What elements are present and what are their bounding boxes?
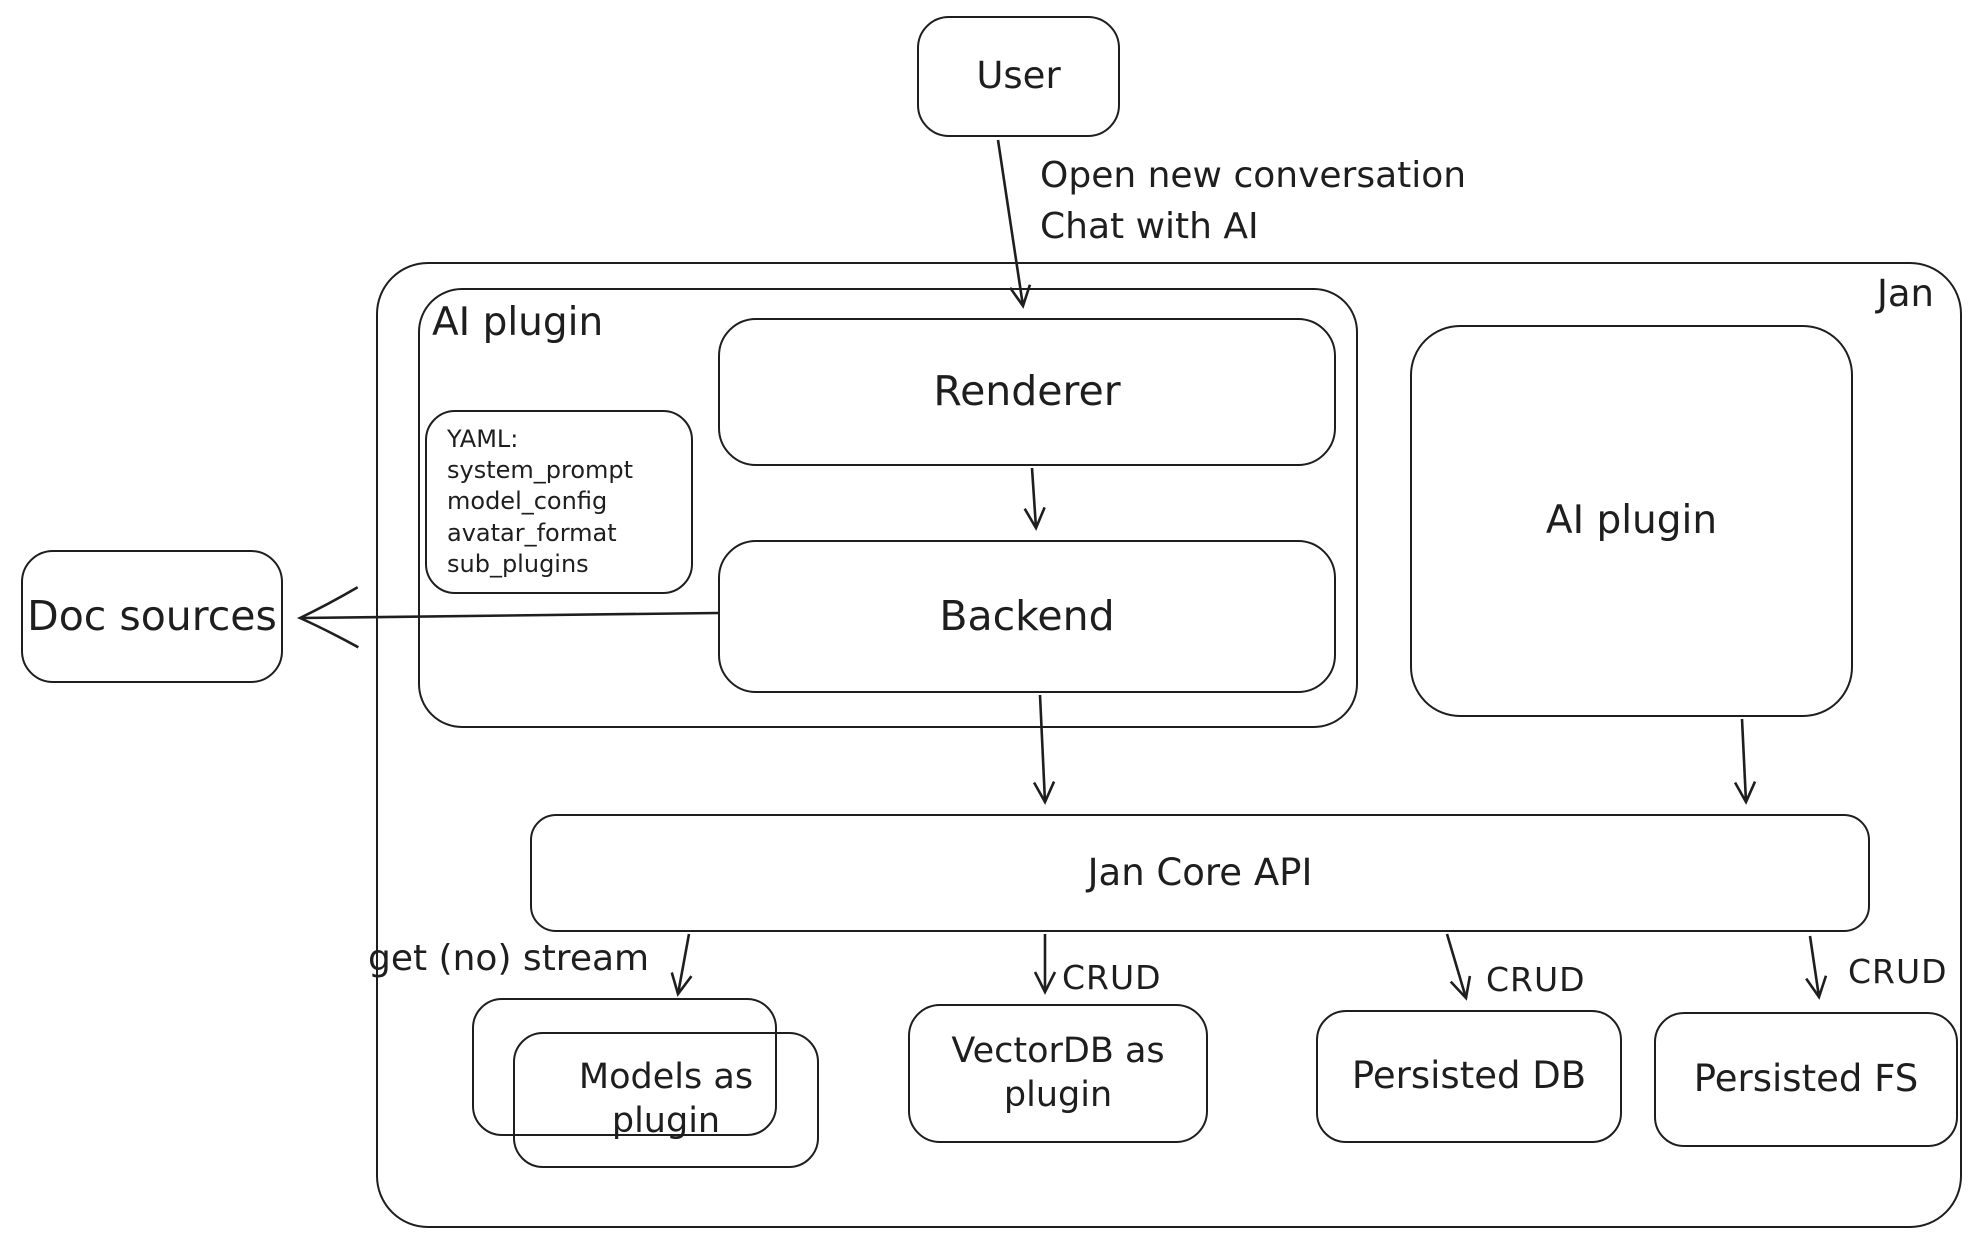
yaml-note: YAML: system_prompt model_config avatar_… (425, 410, 693, 594)
ai-plugin-container: AI plugin (418, 288, 1358, 728)
renderer-box: Renderer (718, 318, 1336, 466)
renderer-label: Renderer (933, 367, 1121, 416)
user-label: User (976, 54, 1061, 98)
models-as-plugin-label: Models as plugin (578, 1057, 754, 1141)
doc-sources-label: Doc sources (27, 591, 277, 640)
doc-sources-box: Doc sources (21, 550, 283, 683)
edge-label-open-conversation: Open new conversation Chat with AI (1040, 155, 1467, 248)
user-box: User (917, 16, 1120, 137)
ai-plugin-box-label: AI plugin (1545, 497, 1718, 543)
persisted-fs-label: Persisted FS (1693, 1057, 1919, 1101)
jan-container-label: Jan (1876, 272, 1934, 315)
ai-plugin-box: AI plugin (1410, 325, 1853, 717)
models-as-plugin-box: Models as plugin (513, 1032, 819, 1168)
persisted-db-label: Persisted DB (1351, 1054, 1587, 1098)
jan-core-api-box: Jan Core API (530, 814, 1870, 932)
ai-plugin-container-label: AI plugin (432, 300, 604, 345)
persisted-db-box: Persisted DB (1316, 1010, 1622, 1143)
vectordb-as-plugin-label: VectorDB as plugin (951, 1030, 1165, 1115)
edge-label-get-no-stream: get (no) stream (368, 938, 650, 979)
jan-core-api-label: Jan Core API (1087, 850, 1313, 894)
vectordb-as-plugin-box: VectorDB as plugin (908, 1004, 1208, 1143)
models-as-plugin-back-box (472, 998, 777, 1136)
edge-label-crud-persisted-fs: CRUD (1848, 952, 1948, 991)
backend-box: Backend (718, 540, 1336, 693)
persisted-fs-box: Persisted FS (1654, 1012, 1958, 1147)
edge-label-crud-persisted-db: CRUD (1486, 960, 1586, 999)
yaml-note-text: YAML: system_prompt model_config avatar_… (447, 425, 634, 578)
edge-label-crud-vectordb: CRUD (1062, 958, 1162, 997)
backend-label: Backend (939, 591, 1115, 640)
jan-container: Jan (376, 262, 1962, 1228)
